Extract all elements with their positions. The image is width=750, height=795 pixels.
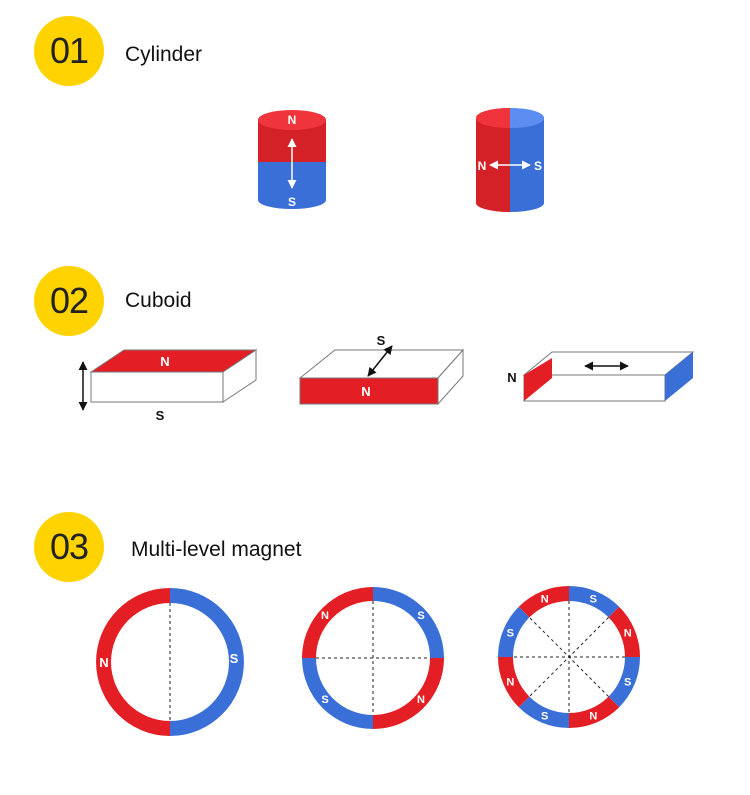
ring-sector: [518, 586, 569, 618]
width-arrow: [367, 345, 393, 377]
pole-label-n: N: [507, 370, 516, 385]
ring-sector: [608, 657, 640, 708]
ring-magnet-4-pole: N S S N: [302, 587, 444, 729]
side-face: [437, 348, 464, 406]
pole-label-n: N: [160, 354, 169, 369]
pole-label-s: S: [377, 333, 386, 348]
section-number-badge-03: 03: [34, 512, 104, 582]
ring-sector: [569, 586, 620, 618]
ring-magnet-8-pole: S N S N S N S N: [498, 586, 640, 728]
pole-label-n: N: [321, 610, 329, 622]
section-number-badge-01: 01: [34, 16, 104, 86]
pole-label: N: [589, 711, 597, 723]
cuboid-width-magnet: S N: [298, 333, 465, 406]
cylinder-axial-magnet: N S: [258, 110, 326, 209]
ring-sector: [518, 696, 569, 728]
section-title-cuboid: Cuboid: [125, 289, 192, 312]
front-face: [90, 371, 224, 403]
end-face-south: [665, 352, 693, 401]
section-title-multi-level-magnet: Multi-level magnet: [131, 538, 302, 561]
cuboid-thickness-magnet: N S: [78, 349, 258, 423]
ring-magnet-2-pole: N S: [96, 588, 244, 736]
pole-label: S: [624, 676, 631, 688]
pole-label: N: [624, 628, 632, 640]
pole-label-s: S: [230, 651, 239, 666]
south-half: [170, 588, 244, 736]
top-face: [298, 349, 465, 379]
ring-sector: [498, 657, 530, 708]
pole-label: S: [541, 711, 548, 723]
ring-sector: [569, 696, 620, 728]
sector-top-left-north: [302, 587, 373, 658]
pole-label-n: N: [361, 384, 370, 399]
section-number-badge-02: 02: [34, 266, 104, 336]
end-face-north: [524, 358, 552, 401]
pole-label: N: [506, 676, 514, 688]
pole-label-s: S: [156, 408, 165, 423]
top-face: [258, 110, 326, 130]
ring-diameter: [529, 617, 609, 697]
cylinder-diametric-magnet: N S: [476, 108, 544, 212]
sector-bottom-left-south: [302, 658, 373, 729]
cuboid-length-magnet: N: [507, 351, 695, 402]
pole-label-s: S: [288, 195, 296, 209]
pole-label: S: [507, 628, 514, 640]
pole-label-s: S: [321, 694, 328, 706]
north-half: [96, 588, 170, 736]
bottom-ellipse: [258, 191, 326, 209]
pole-label: S: [590, 593, 597, 605]
pole-label-n: N: [288, 113, 297, 127]
section-title-cylinder: Cylinder: [125, 43, 203, 66]
pole-label-n: N: [99, 655, 108, 670]
ring-sector: [608, 606, 640, 657]
sector-bottom-right-north: [373, 658, 444, 729]
pole-label-s: S: [417, 610, 424, 622]
pole-label: N: [541, 593, 549, 605]
ring-sector: [498, 606, 530, 657]
pole-label-n: N: [478, 159, 487, 173]
sector-top-right-south: [373, 587, 444, 658]
pole-label-n: N: [417, 694, 425, 706]
pole-label-s: S: [534, 159, 542, 173]
side-face: [222, 349, 257, 403]
